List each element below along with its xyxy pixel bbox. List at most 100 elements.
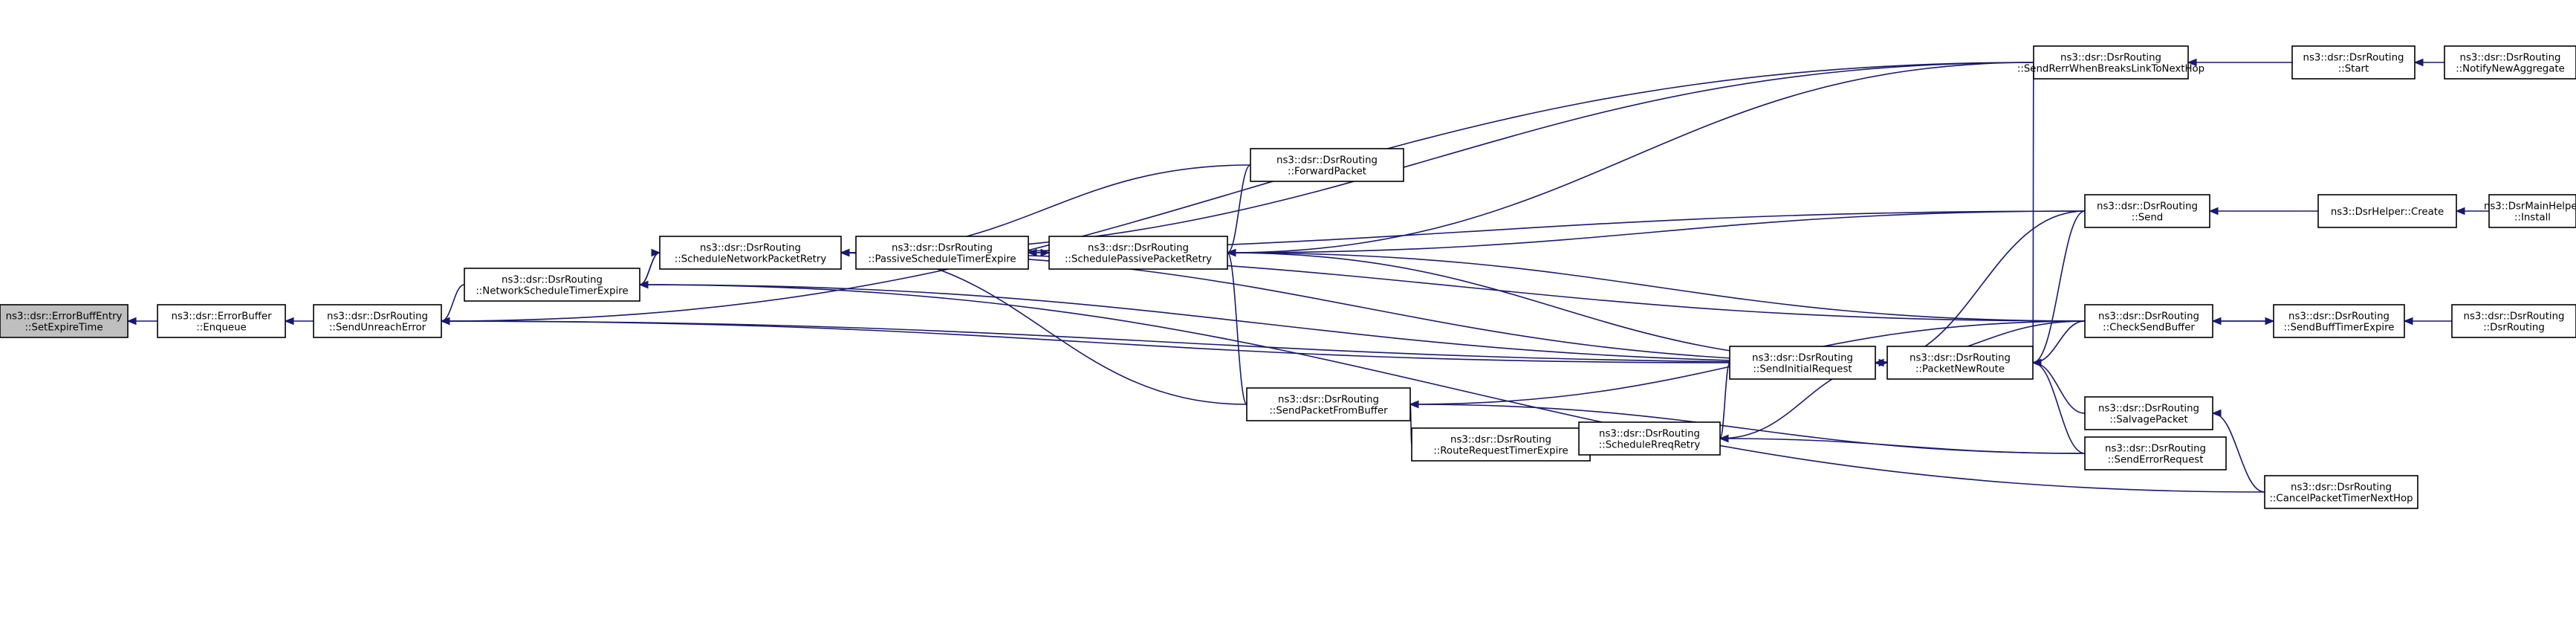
node-label-line: ::ScheduleRreqRetry [1599,440,1701,451]
graph-node-n7[interactable]: ns3::dsr::DsrRouting::ForwardPacket [1250,148,1404,182]
graph-node-n21[interactable]: ns3::DsrHelper::Create [2317,194,2457,228]
graph-node-n24[interactable]: ns3::dsr::DsrRouting::DsrRouting [2451,304,2576,338]
node-label-line: ns3::DsrHelper::Create [2331,207,2444,218]
node-label-line: ns3::dsr::DsrRouting [1088,243,1189,254]
graph-node-n22[interactable]: ns3::DsrMainHelper::Install [2484,194,2576,228]
node-label-line: ns3::dsr::DsrRouting [2288,311,2390,323]
graph-node-n3[interactable]: ns3::dsr::DsrRouting::NetworkScheduleTim… [464,268,640,302]
graph-node-n19[interactable]: ns3::dsr::DsrRouting::Start [2291,45,2416,80]
node-label-line: ns3::dsr::DsrRouting [2105,444,2206,455]
graph-node-n11[interactable]: ns3::dsr::DsrRouting::SendInitialRequest [1729,346,1876,380]
arrowhead-icon [638,280,649,289]
graph-node-n17[interactable]: ns3::dsr::DsrRouting::SendErrorRequest [2084,436,2227,470]
node-box [2084,194,2210,228]
graph-node-n1[interactable]: ns3::dsr::ErrorBuffer::Enqueue [157,304,286,338]
call-edge [2455,207,2489,216]
node-label-line: ns3::dsr::DsrRouting [700,243,801,254]
graph-node-n13[interactable]: ns3::dsr::DsrRouting::SendRerrWhenBreaks… [2017,45,2204,80]
call-edge [2403,317,2453,326]
call-graph-edges [126,58,2489,493]
call-edge-line [441,284,465,322]
node-label-line: ::RouteRequestTimerExpire [1433,446,1568,457]
graph-node-n6[interactable]: ns3::dsr::DsrRouting::SchedulePassivePac… [1048,236,1228,270]
call-edge [284,317,314,326]
graph-node-n14[interactable]: ns3::dsr::DsrRouting::Send [2084,194,2210,228]
node-label-line: ns3::dsr::DsrRouting [502,275,603,286]
graph-node-n0[interactable]: ns3::dsr::ErrorBuffEntry::SetExpireTime [0,304,129,338]
call-edge [2413,58,2444,67]
graph-node-n12[interactable]: ns3::dsr::DsrRouting::PacketNewRoute [1886,346,2034,380]
node-label-line: ns3::dsr::DsrRouting [1450,435,1551,446]
call-edge [840,62,2034,257]
node-label-line: ns3::dsr::DsrRouting [2098,311,2199,323]
node-label-line: ns3::dsr::DsrRouting [2291,482,2392,494]
arrowhead-icon [2187,58,2197,67]
graph-node-n9[interactable]: ns3::dsr::DsrRouting::RouteRequestTimerE… [1411,427,1591,462]
graph-node-n20[interactable]: ns3::dsr::DsrRouting::NotifyNewAggregate [2444,45,2576,80]
graph-node-n2[interactable]: ns3::dsr::DsrRouting::SendUnreachError [313,304,442,338]
node-label-line: ::Send [2132,213,2163,224]
arrowhead-icon [651,248,661,257]
call-edge [1874,210,2086,367]
node-box [157,304,286,338]
node-box [2084,396,2213,430]
graph-node-n10[interactable]: ns3::dsr::DsrRouting::ScheduleRreqRetry [1578,421,1721,456]
node-label-line: ::SendErrorRequest [2108,455,2204,466]
node-label-line: ns3::dsr::DsrRouting [892,243,993,254]
call-edge-line [1875,210,2086,363]
node-label-line: ns3::dsr::DsrRouting [1752,353,1853,364]
call-edge [1226,248,1888,363]
call-edge [1719,434,2086,454]
node-label-line: ::ScheduleNetworkPacketRetry [675,254,827,265]
node-label-line: ::CancelPacketTimerNextHop [2269,494,2413,505]
arrowhead-icon [2403,317,2413,326]
node-label-line: ::Start [2338,64,2369,75]
node-box [2033,45,2189,80]
node-label-line: ns3::dsr::DsrRouting [1599,429,1700,440]
arrowhead-icon [1409,400,1419,409]
node-label-line: ::SendPacketFromBuffer [1269,406,1388,417]
call-graph-nodes: ns3::dsr::ErrorBuffEntry::SetExpireTimen… [0,45,2576,509]
call-edge [440,284,465,326]
call-edge [1719,362,1730,443]
call-edge-line [1227,252,1248,405]
node-label-line: ns3::dsr::DsrRouting [327,311,428,323]
graph-node-n5[interactable]: ns3::dsr::DsrRouting::PassiveScheduleTim… [855,236,1029,270]
node-box [2451,304,2576,338]
call-edge [1226,248,1248,405]
node-label-line: ns3::dsr::DsrRouting [2464,311,2565,323]
node-box [2488,194,2576,228]
graph-node-n15[interactable]: ns3::dsr::DsrRouting::CheckSendBuffer [2084,304,2213,338]
node-box [659,236,842,270]
node-label-line: ::SendUnreachError [329,323,426,334]
node-box [2444,45,2576,80]
node-label-line: ns3::DsrMainHelper [2484,201,2576,213]
arrowhead-icon [1878,358,1889,367]
call-edge-line [2032,362,2086,414]
call-edge [1226,210,2086,257]
node-box [855,236,1029,270]
graph-node-n8[interactable]: ns3::dsr::DsrRouting::SendPacketFromBuff… [1246,387,1411,421]
node-label-line: ::Enqueue [196,323,246,334]
call-edge [2187,58,2292,67]
call-edge-line [639,284,2265,493]
arrowhead-icon [284,317,294,326]
node-label-line: ::NotifyNewAggregate [2456,64,2565,75]
graph-node-n16[interactable]: ns3::dsr::DsrRouting::SalvagePacket [2084,396,2213,430]
node-label-line: ::Install [2514,213,2551,224]
arrowhead-icon [2413,58,2424,67]
graph-node-n23[interactable]: ns3::dsr::DsrRouting::SendBuffTimerExpir… [2273,304,2405,338]
graph-node-n18[interactable]: ns3::dsr::DsrRouting::CancelPacketTimerN… [2264,475,2418,509]
node-label-line: ::PacketNewRoute [1915,364,2005,375]
node-label-line: ns3::dsr::DsrRouting [2460,53,2561,64]
arrowhead-icon [2031,358,2042,367]
call-edge-line [1227,252,2086,322]
call-edge [441,320,1889,367]
call-edge [2031,358,2086,414]
node-label-line: ::DsrRouting [2483,323,2545,334]
node-box [313,304,442,338]
graph-node-n4[interactable]: ns3::dsr::DsrRouting::ScheduleNetworkPac… [659,236,842,270]
call-edge [638,280,2265,493]
call-edge-line [1227,164,1251,253]
call-edge-line [1409,404,2086,454]
